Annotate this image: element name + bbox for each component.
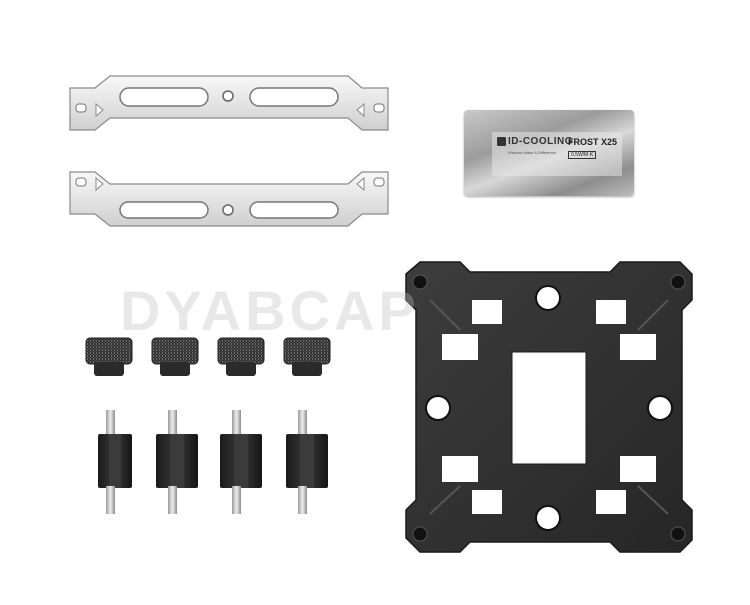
standoffs bbox=[98, 410, 328, 514]
mounting-bar-top bbox=[69, 75, 389, 131]
packet-tagline: Wisdom Make A Difference bbox=[508, 150, 556, 155]
packet-spec: 0.5W/M·K bbox=[568, 151, 597, 159]
packet-label bbox=[492, 132, 622, 176]
brand-logo-icon bbox=[497, 137, 506, 146]
thumb-nuts bbox=[85, 337, 331, 376]
mounting-bar-bottom bbox=[69, 171, 389, 227]
thermal-paste-packet: ID-COOLING Wisdom Make A Difference FROS… bbox=[464, 110, 634, 196]
packet-brand: ID-COOLING bbox=[508, 136, 573, 147]
watermark: DYABCAP bbox=[120, 279, 420, 342]
packet-product: FROST X25 bbox=[568, 137, 618, 147]
backplate bbox=[405, 261, 693, 553]
